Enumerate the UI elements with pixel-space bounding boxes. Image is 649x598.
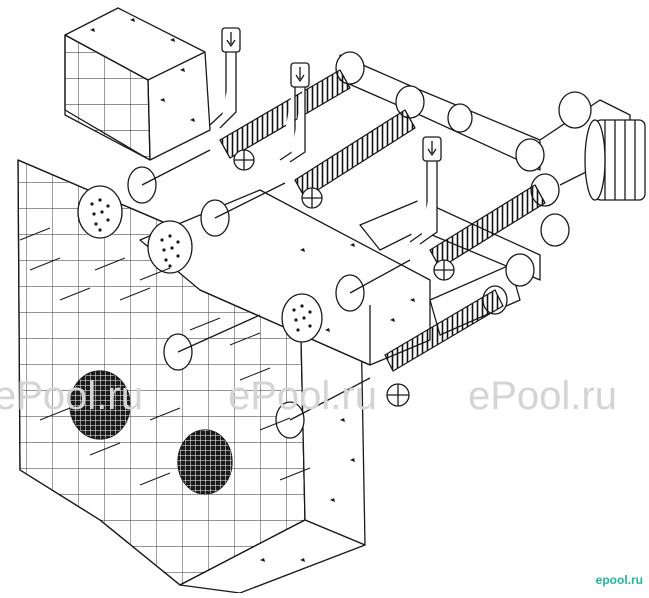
jet-flanges [127, 149, 411, 439]
corrugated-hose-4 [384, 289, 504, 372]
corrugated-hose-3 [429, 184, 546, 269]
drain-grille-1 [69, 370, 131, 440]
jet-nozzle-1 [77, 185, 123, 239]
valve-wheel-2 [301, 187, 323, 209]
jet-nozzle-2 [147, 220, 193, 274]
watermark-2: ePool.ru [228, 374, 377, 418]
air-riser-3 [409, 136, 442, 245]
nozzle-holes [90, 198, 312, 332]
drain-grille-2 [177, 429, 233, 495]
pump [584, 119, 646, 201]
valve-wheel-4 [386, 383, 410, 407]
corrugated-hose-1 [219, 69, 351, 159]
watermark-3: ePool.ru [468, 374, 617, 418]
watermark-1: ePool.ru [0, 374, 143, 418]
site-logo: epool.ru [595, 573, 643, 587]
valve-wheel-1 [233, 149, 255, 171]
corrugated-hose-2 [294, 109, 416, 199]
air-riser-1 [209, 27, 241, 129]
tiled-wall-upper [64, 34, 151, 161]
jet-nozzle-3 [281, 293, 323, 343]
air-riser-2 [279, 62, 310, 163]
wall-anchors [19, 227, 311, 486]
valve-wheel-3 [433, 259, 455, 281]
